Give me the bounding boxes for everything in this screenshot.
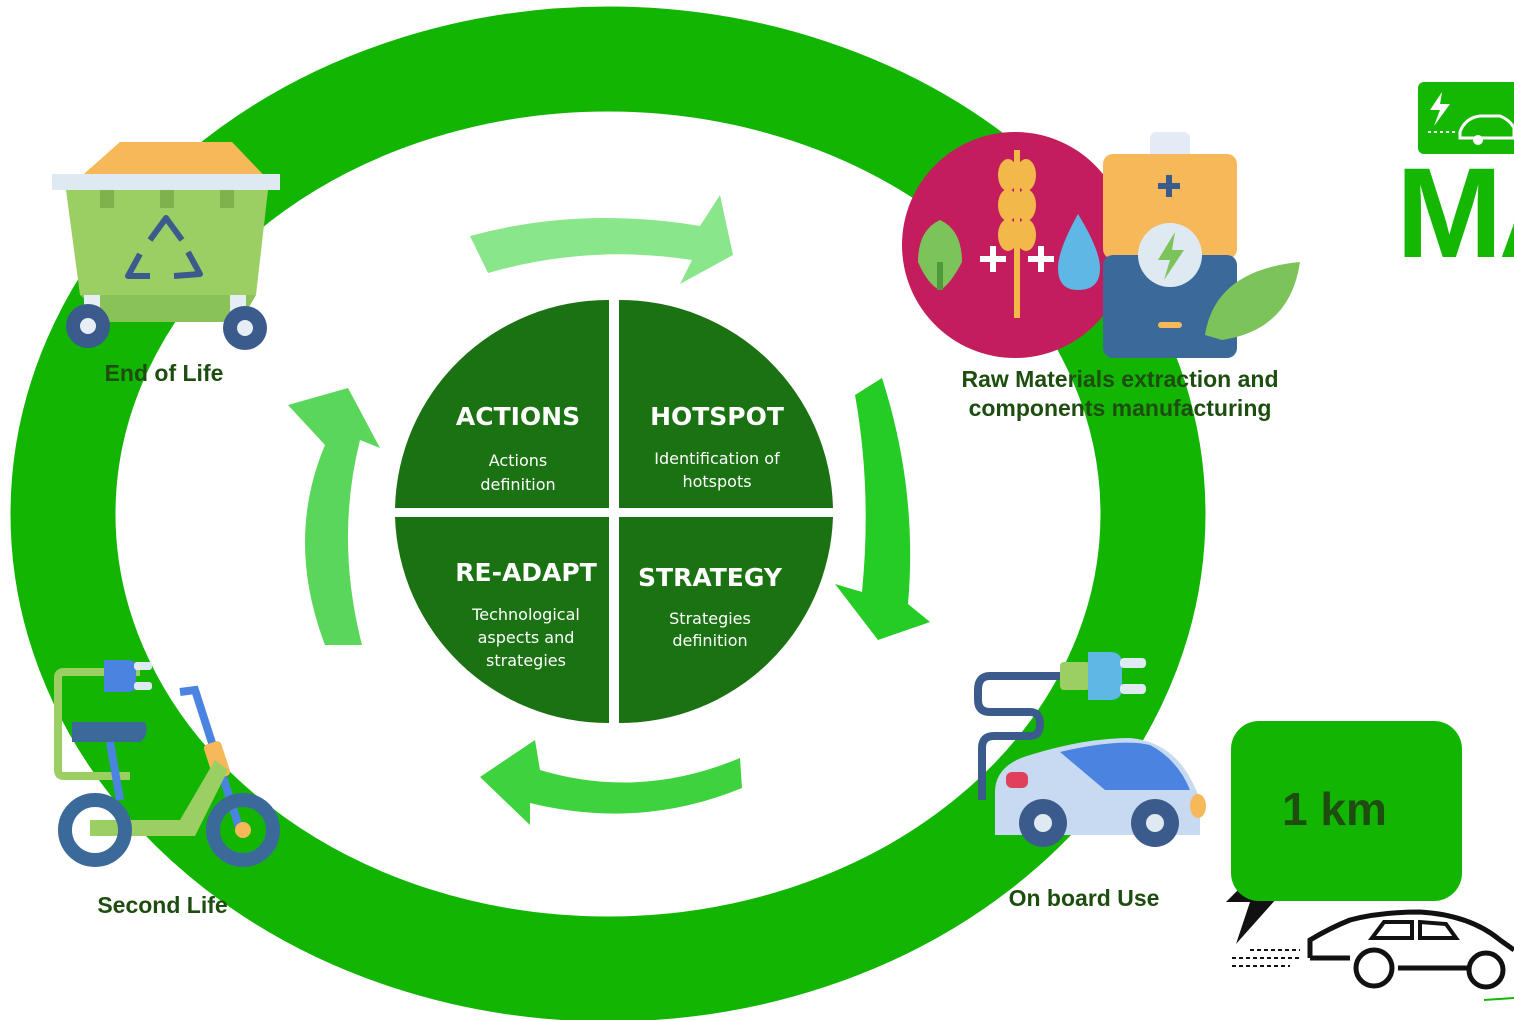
quadrant-actions-title: ACTIONS xyxy=(455,402,581,431)
quadrant-strategy xyxy=(619,517,833,724)
arrow-bottom xyxy=(480,740,742,825)
raw-materials-battery-icon xyxy=(902,132,1300,358)
recycling-bin-icon xyxy=(52,142,280,350)
quadrant-strategy-desc-2: definition xyxy=(672,631,748,650)
cycle-arrows xyxy=(288,195,930,825)
quadrant-strategy-title: STRATEGY xyxy=(638,563,782,592)
stage-label-raw-materials-2: components manufacturing xyxy=(968,395,1272,421)
quadrant-readapt-title: RE-ADAPT xyxy=(455,558,597,587)
electric-scooter-icon xyxy=(54,660,280,867)
quadrant-actions-desc-2: definition xyxy=(480,475,556,494)
quadrant-strategy-desc-1: Strategies xyxy=(669,609,751,628)
quadrant-hotspot-desc-1: Identification of xyxy=(654,449,780,468)
quadrant-readapt-desc-1: Technological xyxy=(472,605,580,624)
quadrant-readapt xyxy=(395,517,609,724)
quadrant-hotspot-desc-2: hotspots xyxy=(682,472,752,491)
arrow-top xyxy=(470,195,733,284)
logo-icon xyxy=(1418,82,1514,154)
stage-label-second-life: Second Life xyxy=(97,892,228,918)
distance-badge xyxy=(1231,721,1462,901)
arrow-left xyxy=(288,388,380,645)
stage-label-end-of-life: End of Life xyxy=(104,360,224,386)
quadrant-hotspot xyxy=(619,299,833,508)
quadrant-hotspot-title: HOTSPOT xyxy=(650,402,784,431)
stage-label-on-board-use: On board Use xyxy=(1008,885,1160,911)
quadrant-actions-desc-1: Actions xyxy=(488,451,548,470)
distance-value: 1 km xyxy=(1282,783,1387,835)
lifecycle-ring xyxy=(10,6,1206,1020)
electric-car-charging-icon xyxy=(974,652,1206,847)
strategy-wheel xyxy=(395,299,833,724)
quadrant-readapt-desc-3: strategies xyxy=(486,651,566,670)
logo-text: MA xyxy=(1396,142,1514,285)
quadrant-readapt-desc-2: aspects and xyxy=(477,628,575,647)
arrow-right xyxy=(835,378,930,640)
quadrant-actions xyxy=(395,299,609,508)
stage-label-raw-materials-1: Raw Materials extraction and xyxy=(961,366,1279,392)
